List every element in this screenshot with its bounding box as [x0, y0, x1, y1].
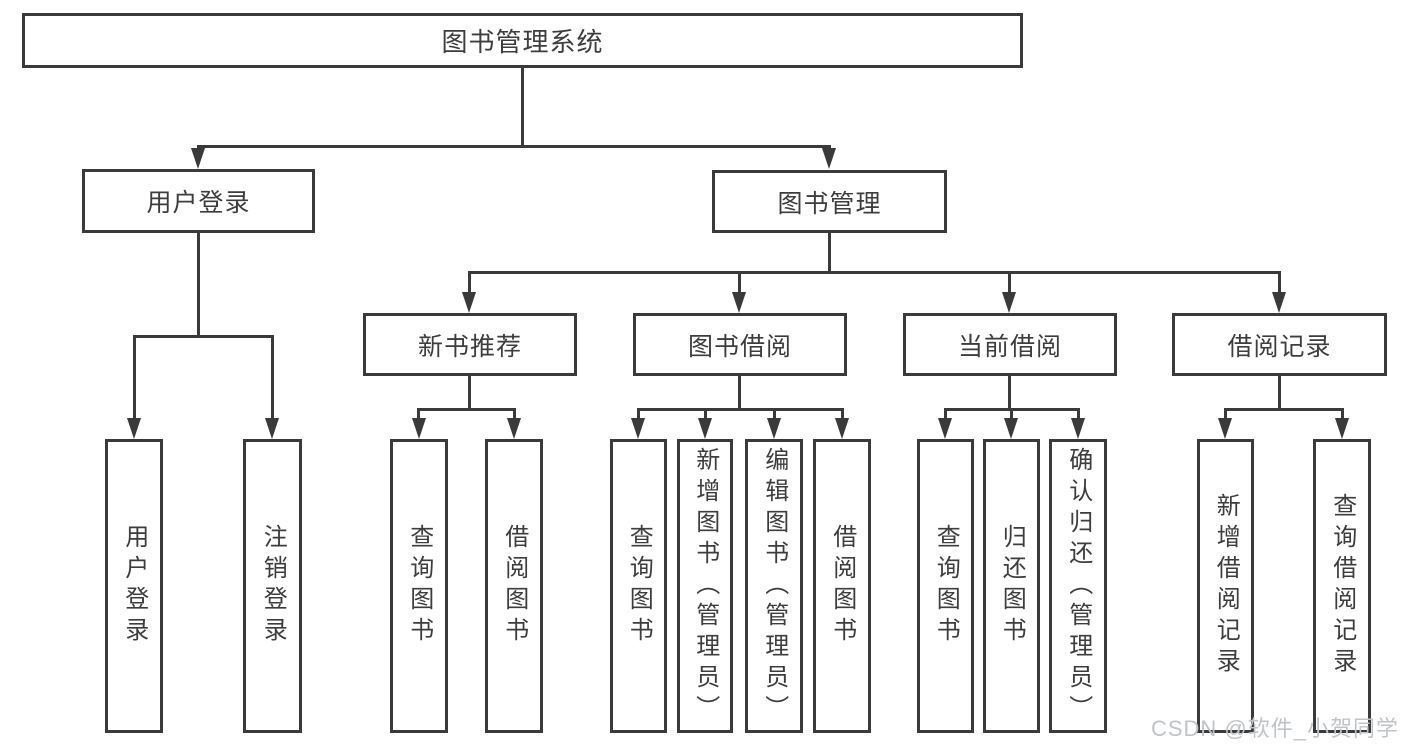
node-book-management: 图书管理: [712, 170, 947, 233]
node-borrow-records-label: 借阅记录: [1227, 332, 1332, 361]
connector-root-bar: [197, 145, 831, 148]
leaf-label: 查询图书: [932, 524, 960, 648]
connector-l3-stem: [738, 376, 741, 408]
arrow-down-icon: [1004, 418, 1018, 439]
leaf-label: 注销登录: [259, 524, 287, 648]
arrow-down-icon: [1272, 292, 1286, 313]
node-book-borrow: 图书借阅: [633, 313, 847, 376]
leaf-label: 确认归还（管理员）: [1064, 446, 1092, 726]
connector-l3-bar: [417, 408, 515, 411]
arrow-down-icon: [698, 418, 712, 439]
leaf-edit-books-admin: 编辑图书（管理员）: [745, 439, 803, 733]
connector-drop-l3: [738, 271, 741, 295]
leaf-label: 查询图书: [405, 524, 433, 648]
leaf-borrow-books: 借阅图书: [813, 439, 871, 733]
node-new-book-recommend-label: 新书推荐: [417, 332, 522, 361]
connector-book-mgmt-stem: [828, 233, 831, 271]
connector-l3-stem: [1278, 376, 1281, 408]
leaf-label: 查询借阅记录: [1328, 493, 1356, 679]
connector-l3-bar: [637, 408, 844, 411]
arrow-down-icon: [191, 148, 205, 169]
leaf-label: 编辑图书（管理员）: [760, 446, 788, 726]
leaf-confirm-return-admin: 确认归还（管理员）: [1049, 439, 1107, 733]
node-user-login: 用户登录: [82, 169, 315, 233]
connector-book-mgmt-bar: [468, 271, 1281, 274]
connector-drop-leaf: [513, 408, 516, 419]
arrow-down-icon: [1218, 418, 1232, 439]
leaf-query-books-recommend: 查询图书: [390, 439, 448, 733]
leaf-add-books-admin: 新增图书（管理员）: [677, 439, 733, 733]
watermark-text: CSDN @软件_小贺同学: [1150, 716, 1399, 741]
leaf-label: 归还图书: [998, 524, 1026, 648]
node-new-book-recommend: 新书推荐: [363, 313, 577, 376]
connector-drop-leaf: [944, 408, 947, 419]
connector-drop-l3: [1008, 271, 1011, 295]
connector-drop-leaf: [1224, 408, 1227, 419]
leaf-label: 新增借阅记录: [1212, 493, 1240, 679]
leaf-return-books: 归还图书: [983, 439, 1040, 733]
arrow-down-icon: [835, 418, 849, 439]
leaf-query-borrow-record: 查询借阅记录: [1313, 439, 1371, 733]
connector-drop-leaf: [133, 335, 136, 419]
leaf-label: 查询图书: [625, 524, 653, 648]
node-current-borrow: 当前借阅: [903, 313, 1117, 376]
arrow-down-icon: [938, 418, 952, 439]
leaf-user-login: 用户登录: [105, 439, 163, 733]
arrow-down-icon: [822, 148, 836, 169]
node-root-label: 图书管理系统: [441, 27, 604, 57]
connector-root-stem: [521, 68, 524, 145]
leaf-label: 借阅图书: [500, 524, 528, 648]
connector-l3-bar: [1224, 408, 1344, 411]
connector-drop-l3: [1278, 271, 1281, 295]
connector-drop-leaf: [841, 408, 844, 419]
arrow-down-icon: [507, 418, 521, 439]
arrow-down-icon: [767, 418, 781, 439]
connector-drop-leaf: [1077, 408, 1080, 419]
connector-l3-stem: [468, 376, 471, 408]
arrow-down-icon: [631, 418, 645, 439]
connector-drop-leaf: [1010, 408, 1013, 419]
arrow-down-icon: [1002, 292, 1016, 313]
connector-user-login-stem: [197, 233, 200, 335]
connector-drop-leaf: [271, 335, 274, 419]
leaf-query-books-current: 查询图书: [917, 439, 974, 733]
arrow-down-icon: [1071, 418, 1085, 439]
arrow-down-icon: [732, 292, 746, 313]
node-book-borrow-label: 图书借阅: [687, 332, 792, 361]
node-book-management-label: 图书管理: [777, 189, 882, 218]
node-user-login-label: 用户登录: [146, 189, 251, 217]
node-current-borrow-label: 当前借阅: [957, 332, 1062, 361]
connector-drop-leaf: [637, 408, 640, 419]
connector-drop-leaf: [704, 408, 707, 419]
leaf-borrow-books-recommend: 借阅图书: [485, 439, 543, 733]
connector-user-login-bar: [133, 335, 274, 338]
connector-drop-leaf: [1341, 408, 1344, 419]
leaf-label: 用户登录: [120, 524, 148, 648]
leaf-label: 新增图书（管理员）: [691, 446, 719, 726]
leaf-query-books-borrow: 查询图书: [610, 439, 667, 733]
connector-drop-l3: [468, 271, 471, 295]
connector-drop-leaf: [773, 408, 776, 419]
arrow-down-icon: [412, 418, 426, 439]
arrow-down-icon: [462, 292, 476, 313]
node-borrow-records: 借阅记录: [1172, 313, 1387, 376]
arrow-down-icon: [127, 418, 141, 439]
leaf-logout: 注销登录: [243, 439, 302, 733]
leaf-add-borrow-record: 新增借阅记录: [1197, 439, 1254, 733]
leaf-label: 借阅图书: [828, 524, 856, 648]
connector-drop-leaf: [417, 408, 420, 419]
node-root: 图书管理系统: [22, 13, 1023, 68]
arrow-down-icon: [1335, 418, 1349, 439]
arrow-down-icon: [265, 418, 279, 439]
connector-l3-stem: [1008, 376, 1011, 408]
